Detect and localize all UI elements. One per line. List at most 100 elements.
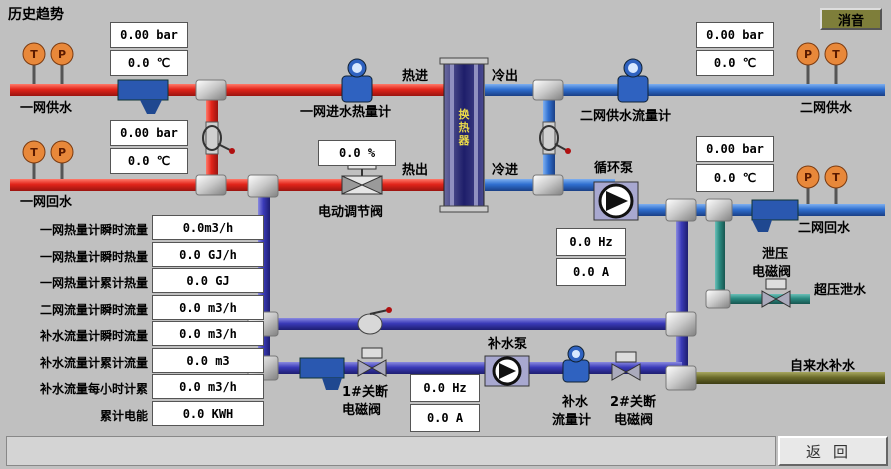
- gauge-letter-p: P: [58, 48, 66, 61]
- gauge-letter-p: P: [804, 48, 812, 61]
- return2-temp-readout: 0.0 ℃: [696, 164, 774, 192]
- valve2-label-2: 电磁阀: [614, 413, 654, 428]
- return1-label: 一网回水: [20, 195, 73, 210]
- temp-gauge-supply1: [22, 42, 46, 84]
- makeup-mid-pipe: [270, 318, 682, 330]
- stat-label: 补水流量每小时计累: [39, 382, 148, 396]
- bypass1-valve: [202, 121, 235, 155]
- heat-out-label: 热出: [402, 163, 429, 178]
- valve1-label-2: 电磁阀: [342, 403, 382, 418]
- makeup-riser-right: [676, 208, 688, 378]
- strainer-makeup: [299, 357, 345, 390]
- solenoid-valve-2: [611, 351, 641, 381]
- stat-value: 0.0 m3/h: [152, 295, 264, 320]
- supply2-pipe: [485, 84, 885, 96]
- temp-gauge-return2: [824, 165, 848, 204]
- stat-value: 0.0m3/h: [152, 215, 264, 240]
- makeup-pump-freq-readout: 0.0 Hz: [410, 374, 480, 402]
- control-valve-label: 电动调节阀: [318, 205, 384, 220]
- return2-pipe-b: [615, 204, 885, 216]
- heat-exchanger-label-char: 换: [459, 107, 471, 121]
- stat-value: 0.0 m3: [152, 348, 264, 373]
- circ-pump-current-readout: 0.0 A: [556, 258, 626, 286]
- makeup-pump-label: 补水泵: [488, 337, 528, 352]
- pressure-gauge-supply1: [50, 42, 74, 84]
- pressure-gauge-return1: [50, 140, 74, 179]
- gauge-letter-t: T: [30, 48, 38, 61]
- supply2-label: 二网供水: [800, 101, 853, 116]
- tap-water-pipe: [688, 372, 885, 384]
- supply2-temp-readout: 0.0 ℃: [696, 50, 774, 76]
- stat-label: 补水流量计瞬时流量: [39, 329, 148, 343]
- stat-label: 一网热量计累计热量: [39, 276, 148, 290]
- stat-label: 累计电能: [99, 409, 148, 423]
- circulation-pump: [593, 181, 639, 221]
- makeup-meter-label-2: 流量计: [552, 413, 592, 428]
- strainer-return2: [751, 199, 799, 232]
- heat-exchanger-label-char: 热: [459, 120, 470, 134]
- gauge-letter-p: P: [58, 146, 66, 159]
- relief-solenoid-valve: [761, 278, 791, 308]
- cold-in-label: 冷进: [492, 163, 519, 178]
- bypass2-valve: [539, 121, 571, 155]
- stat-value: 0.0 m3/h: [152, 321, 264, 346]
- stat-value: 0.0 m3/h: [152, 374, 264, 399]
- heat-meter-1: [341, 58, 373, 103]
- makeup-flow-meter: [562, 345, 590, 383]
- gauge-letter-p: P: [804, 171, 812, 184]
- valve-opening-readout: 0.0 %: [318, 140, 396, 166]
- pressure-gauge-supply2: [796, 42, 820, 84]
- makeup-meter-label-1: 补水: [562, 395, 589, 410]
- flow-meter-2-label: 二网供水流量计: [580, 109, 672, 124]
- valve2-label-1: 2#关断: [610, 395, 656, 410]
- gauge-letter-t: T: [30, 146, 38, 159]
- mid-ball-valve: [357, 307, 392, 335]
- stat-label: 补水流量计累计流量: [39, 356, 148, 370]
- heat-exchanger-label: 换热器: [458, 107, 471, 147]
- relief-riser: [715, 214, 725, 304]
- solenoid-valve-1: [357, 347, 387, 377]
- heat-meter-1-label: 一网进水热量计: [300, 105, 392, 120]
- temp-gauge-supply2: [824, 42, 848, 84]
- valve1-label-1: 1#关断: [342, 385, 388, 400]
- cold-out-label: 冷出: [492, 69, 519, 84]
- circ-pump-freq-readout: 0.0 Hz: [556, 228, 626, 256]
- return1-pressure-readout: 0.00 bar: [110, 120, 188, 146]
- back-button[interactable]: 返回: [778, 436, 888, 466]
- return2-pressure-readout: 0.00 bar: [696, 136, 774, 162]
- makeup-pump-current-readout: 0.0 A: [410, 404, 480, 432]
- relief-valve-label-1: 泄压: [762, 247, 789, 262]
- page-title: 历史趋势: [8, 7, 64, 23]
- tap-water-label: 自来水补水: [790, 359, 856, 374]
- stat-label: 一网热量计瞬时流量: [39, 223, 148, 237]
- strainer-supply1: [117, 79, 169, 114]
- supply1-pressure-readout: 0.00 bar: [110, 22, 188, 48]
- pressure-gauge-return2: [796, 165, 820, 204]
- return1-pipe: [10, 179, 445, 191]
- heat-in-label: 热进: [402, 69, 429, 84]
- supply1-label: 一网供水: [20, 101, 73, 116]
- heat-exchanger-label-char: 器: [458, 134, 471, 147]
- return1-temp-readout: 0.0 ℃: [110, 148, 188, 174]
- supply1-temp-readout: 0.0 ℃: [110, 50, 188, 76]
- flow-meter-2: [617, 58, 649, 103]
- circ-pump-label: 循环泵: [594, 161, 634, 176]
- relief-valve-label-2: 电磁阀: [752, 265, 792, 280]
- stat-value: 0.0 GJ: [152, 268, 264, 293]
- stat-label: 二网流量计瞬时流量: [39, 303, 148, 317]
- heat-exchanger: [439, 57, 489, 213]
- makeup-pump: [484, 355, 530, 387]
- temp-gauge-return1: [22, 140, 46, 179]
- return2-label: 二网回水: [798, 221, 851, 236]
- gauge-letter-t: T: [832, 48, 840, 61]
- supply2-pressure-readout: 0.00 bar: [696, 22, 774, 48]
- status-bar: [6, 436, 776, 466]
- stat-value: 0.0 KWH: [152, 401, 264, 426]
- stat-value: 0.0 GJ/h: [152, 242, 264, 267]
- overpressure-label: 超压泄水: [814, 283, 867, 298]
- gauge-letter-t: T: [832, 171, 840, 184]
- supply1-pipe: [10, 84, 445, 96]
- mute-button[interactable]: 消音: [820, 8, 882, 30]
- stat-label: 一网热量计瞬时热量: [39, 250, 148, 264]
